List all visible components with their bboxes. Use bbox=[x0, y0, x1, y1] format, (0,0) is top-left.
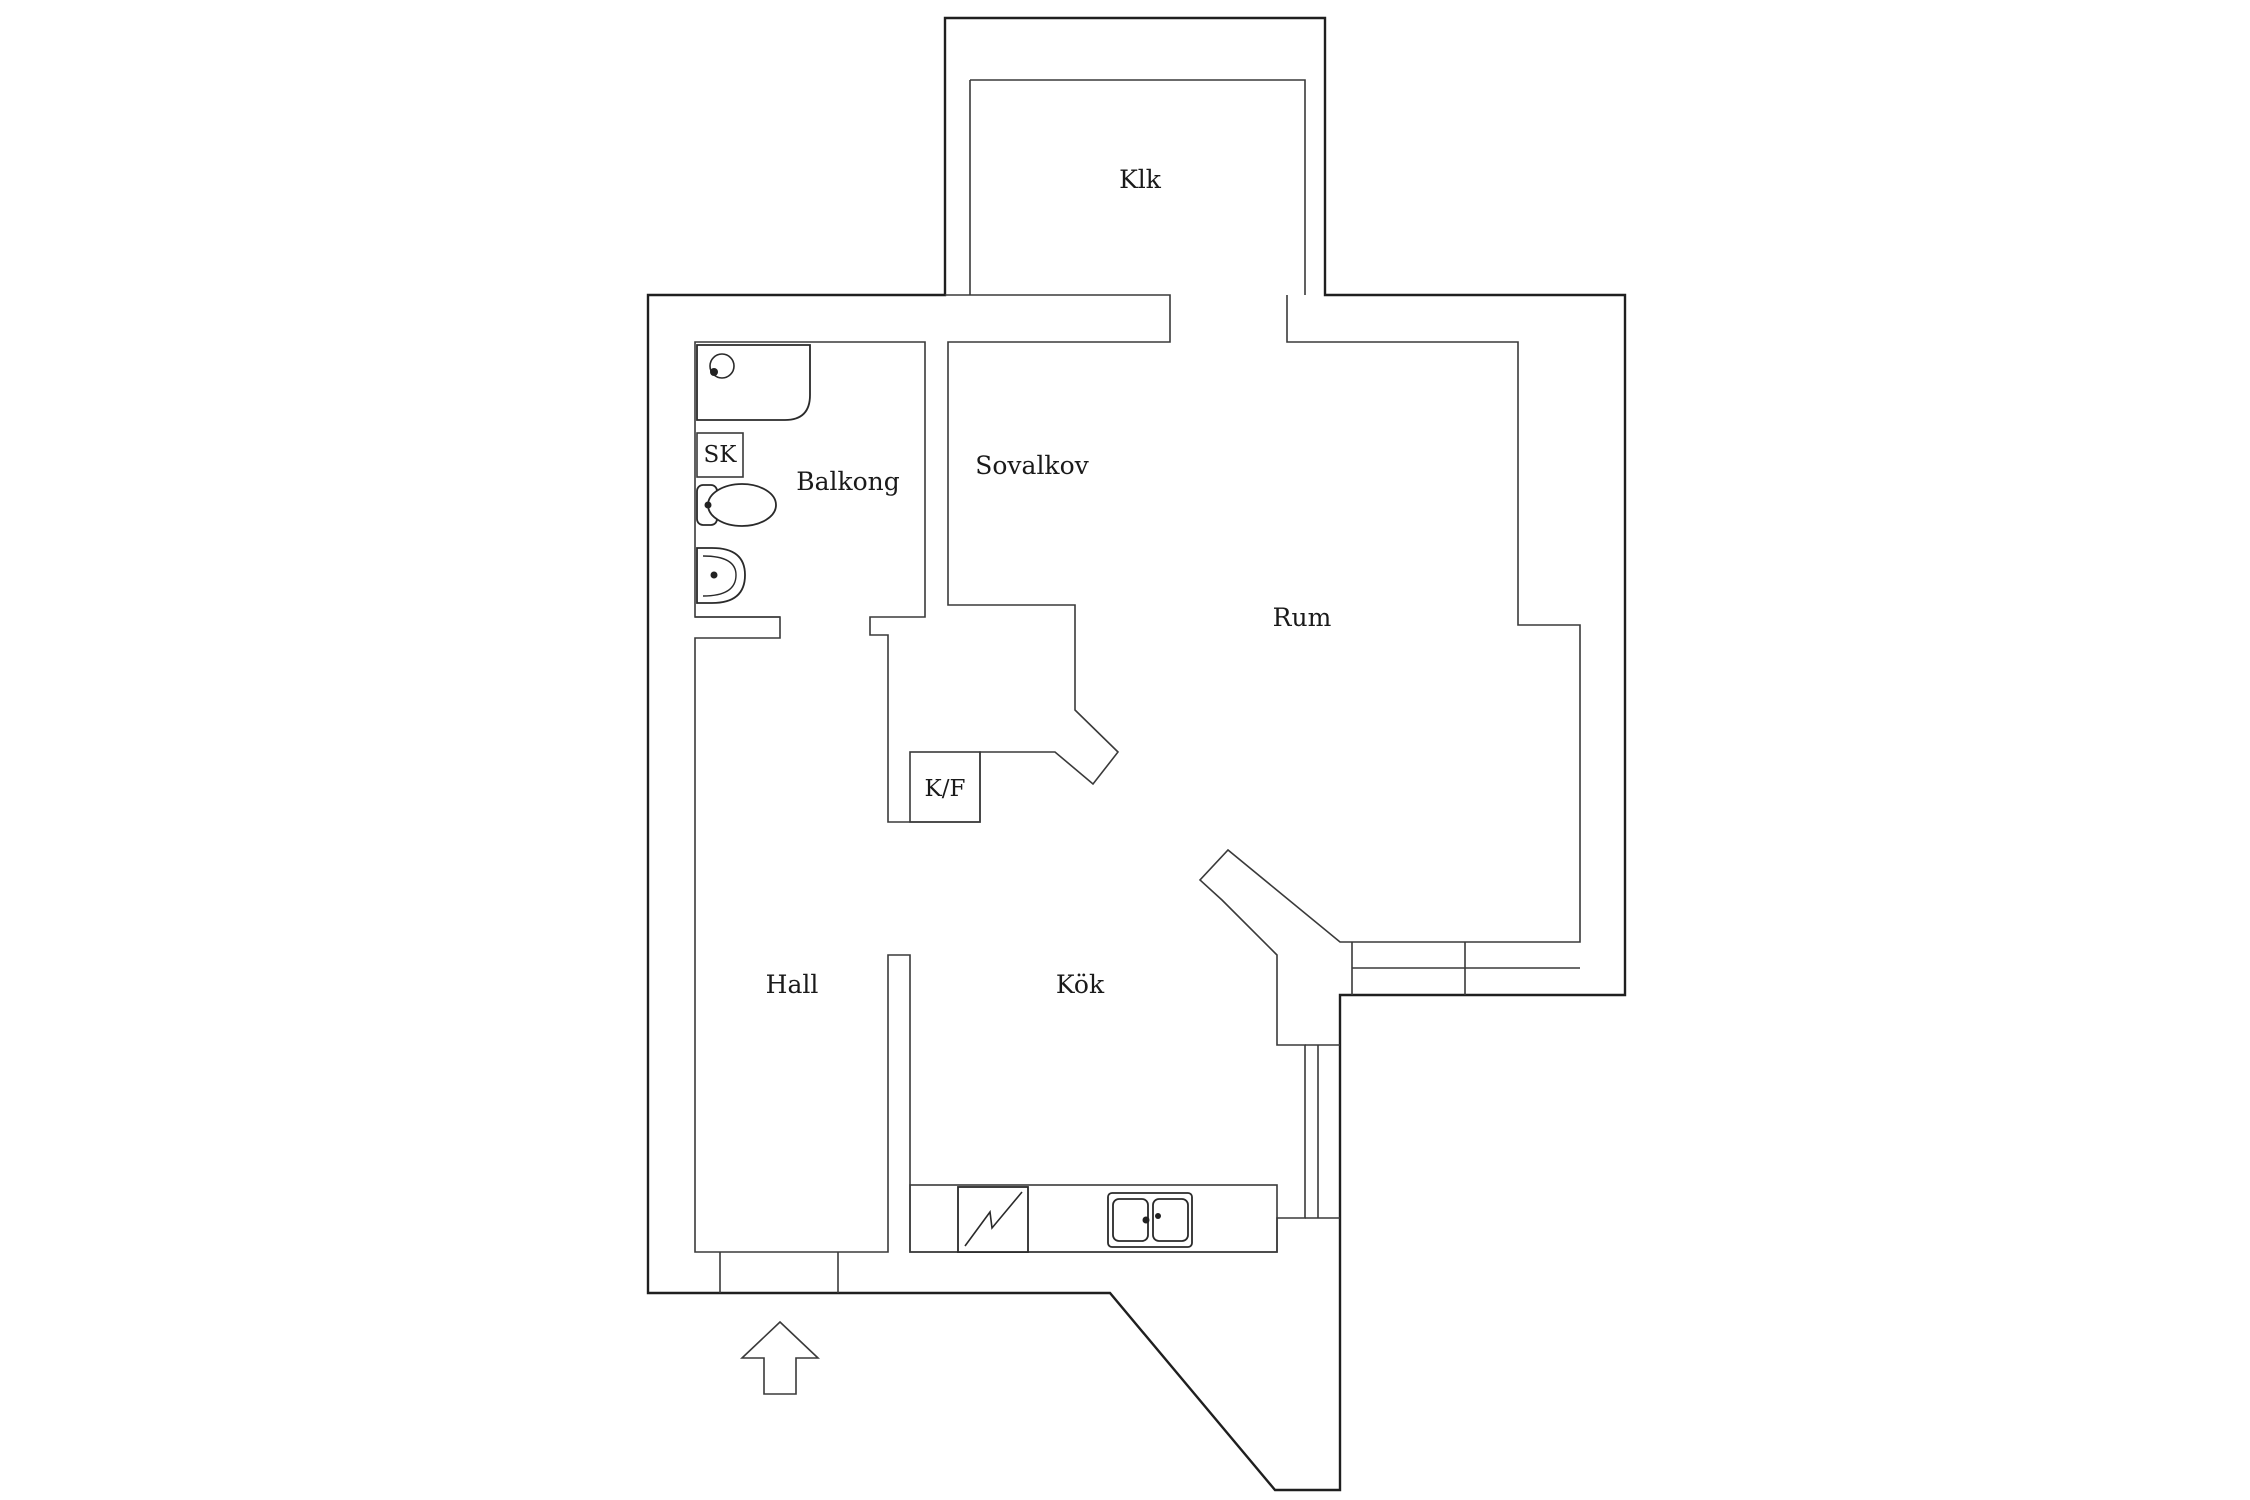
shower-icon bbox=[696, 344, 811, 421]
sk-cabinet: SK bbox=[696, 432, 744, 478]
room-label-klk: Klk bbox=[1119, 165, 1162, 194]
toilet-icon bbox=[696, 483, 777, 527]
washbasin-icon bbox=[696, 547, 746, 604]
wall-klk-left bbox=[694, 294, 1581, 1253]
room-label-sovalkov: Sovalkov bbox=[975, 451, 1089, 480]
room-label-kok: Kök bbox=[1056, 970, 1105, 999]
stove-icon bbox=[957, 1186, 1029, 1253]
kitchen-counter bbox=[909, 1184, 1278, 1253]
kitchen-sink-icon bbox=[1107, 1192, 1193, 1248]
room-label-hall: Hall bbox=[766, 970, 819, 999]
kf-label: K/F bbox=[925, 776, 966, 802]
room-label-balkong: Balkong bbox=[796, 467, 900, 496]
klk-inner-wall bbox=[970, 79, 1306, 295]
kok-window bbox=[1305, 1044, 1340, 1219]
sk-label: SK bbox=[704, 442, 738, 468]
rum-window bbox=[1351, 942, 1580, 995]
exterior-wall bbox=[646, 16, 1627, 1492]
entrance-arrow-icon bbox=[739, 1320, 821, 1395]
fridge-freezer: K/F bbox=[909, 751, 981, 823]
room-label-rum: Rum bbox=[1273, 603, 1332, 632]
